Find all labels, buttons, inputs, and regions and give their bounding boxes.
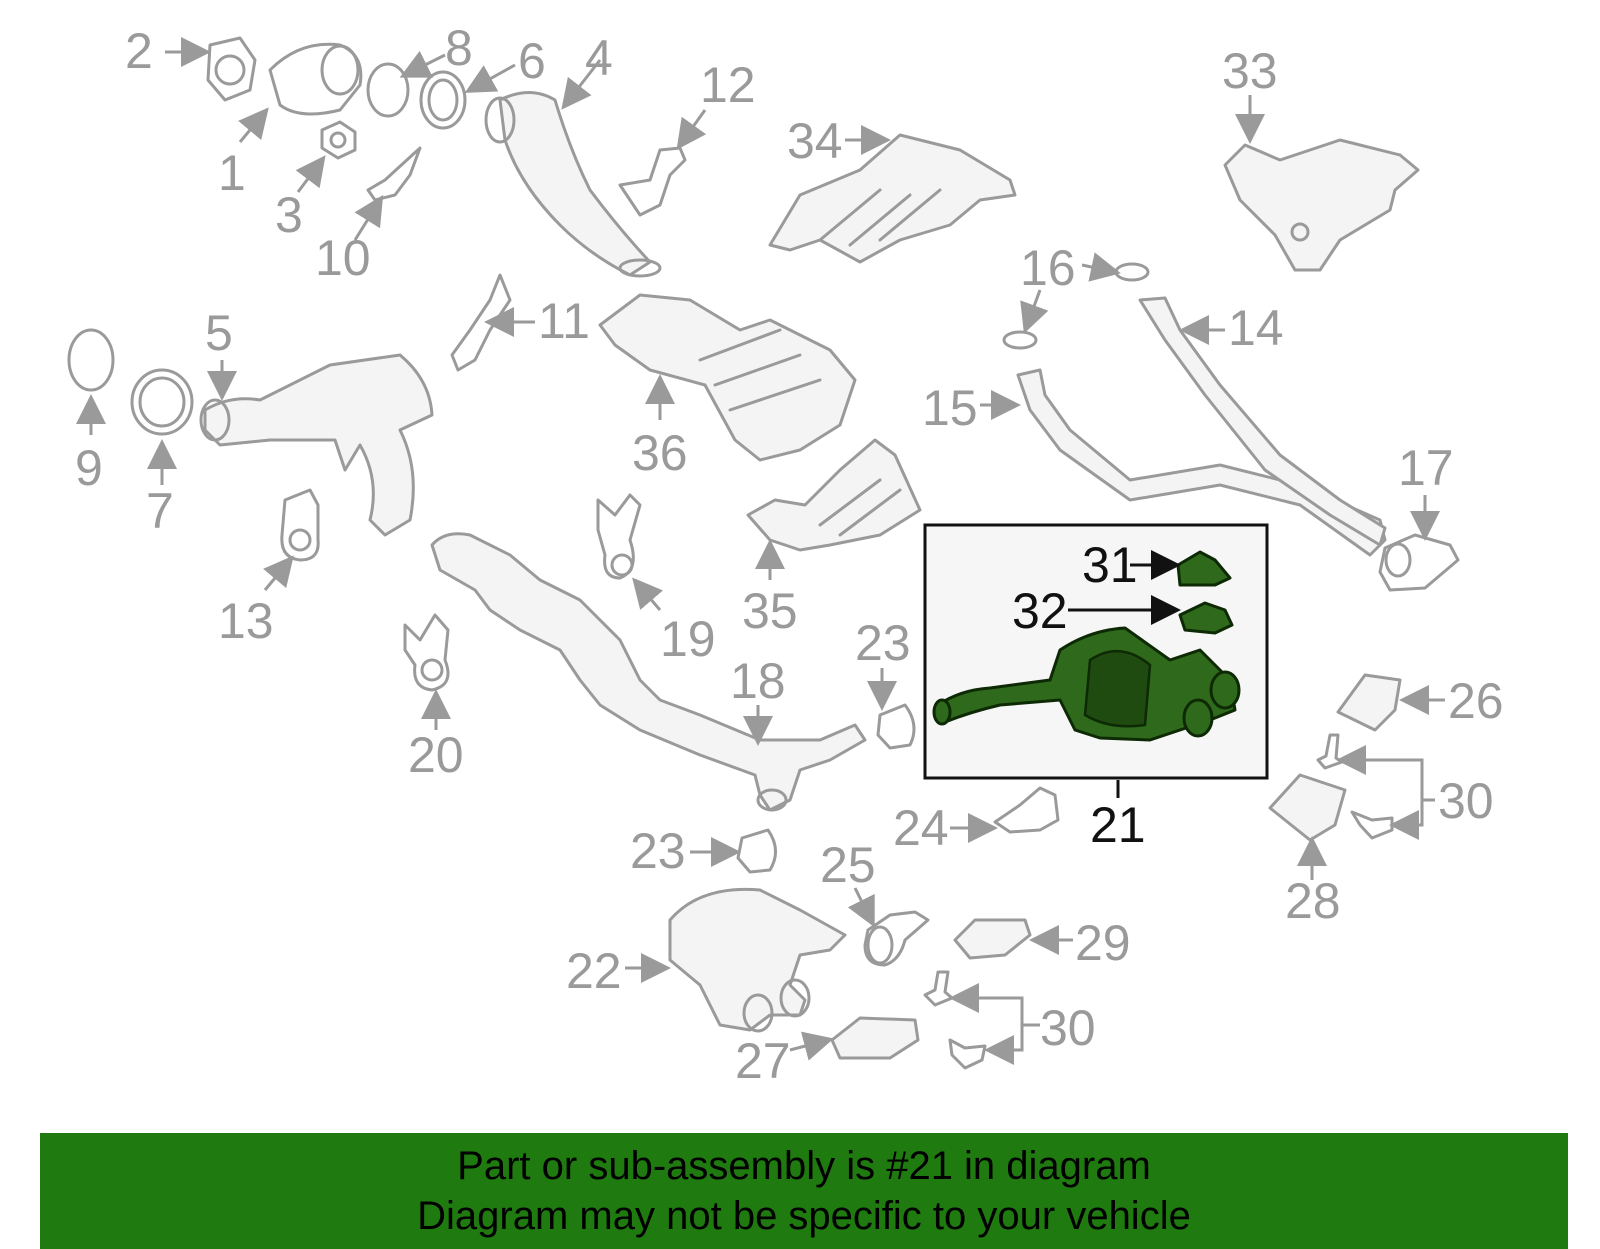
banner-line-2: Diagram may not be specific to your vehi… [417,1194,1191,1238]
callout-27: 27 [735,1033,791,1089]
callout-16: 16 [1020,240,1076,296]
callout-14: 14 [1228,300,1284,356]
part-30-bolt-center-bottom [948,1038,987,1070]
callout-20: 20 [408,727,464,783]
callout-22: 22 [566,943,622,999]
part-24-mount [993,786,1060,834]
part-1-turbo-outlet [268,42,363,116]
callout-17: 17 [1398,440,1454,496]
part-7-clamp [130,368,194,436]
callout-11: 11 [538,293,590,349]
callout-4: 4 [585,30,613,86]
callout-30b: 30 [1040,1000,1096,1056]
callout-26: 26 [1448,673,1504,729]
part-33-heat-shield [1223,138,1420,272]
callout-19: 19 [660,611,716,667]
banner-line-1: Part or sub-assembly is #21 in diagram [457,1144,1151,1188]
callout-21: 21 [1090,797,1146,853]
callout-3: 3 [275,187,303,243]
callout-23b: 23 [630,823,686,879]
callout-8: 8 [445,20,473,76]
part-23-clamp-top [876,703,916,750]
callout-28: 28 [1285,873,1341,929]
part-35-heat-shield [746,438,922,552]
part-2-gasket [206,36,257,102]
part-31-bracket-highlighted [1176,550,1232,587]
callout-18: 18 [730,653,786,709]
part-6-clamp [419,70,467,130]
part-29-tip-trim [953,918,1032,960]
callout-7: 7 [146,483,174,539]
part-22-rear-muffler [668,887,847,1033]
info-banner: Part or sub-assembly is #21 in diagram D… [40,1133,1568,1249]
callout-15: 15 [922,380,978,436]
part-26-tip-trim [1336,673,1402,732]
part-18-mid-pipe [430,532,867,812]
callout-31: 31 [1082,537,1138,593]
callout-9: 9 [75,440,103,496]
part-27-tip-trim [830,1016,920,1060]
callout-13: 13 [218,593,274,649]
part-8-gasket-ring [366,62,410,118]
part-5-catalytic-converter [199,353,434,537]
part-10-bracket [366,146,422,202]
part-13-hanger [280,488,320,562]
callout-1: 1 [218,145,246,201]
part-12-sensor [618,146,687,217]
callout-5: 5 [205,305,233,361]
callout-30a: 30 [1438,773,1494,829]
part-19-hanger [596,493,642,580]
part-20-hanger [403,613,450,692]
callout-36: 36 [632,425,688,481]
part-9-gasket [67,328,115,392]
part-25-mount [863,910,930,967]
callout-35: 35 [742,583,798,639]
callout-33: 33 [1222,43,1278,99]
part-30-bolt-center-top [923,970,954,1007]
part-32-bracket-highlighted [1178,601,1234,635]
callout-29: 29 [1075,915,1131,971]
callout-25: 25 [820,837,876,893]
callout-2: 2 [125,23,153,79]
callout-23a: 23 [855,615,911,671]
part-34-heat-shield [768,133,1017,264]
callout-10: 10 [315,230,371,286]
part-30-bolt-right-top [1316,733,1344,770]
part-28-tip-trim [1268,773,1347,842]
callout-12: 12 [700,57,756,113]
part-3-nut [320,120,357,160]
part-4-downpipe [484,91,662,278]
callout-34: 34 [787,113,843,169]
part-30-bolt-right-bottom [1350,810,1394,840]
part-21-rear-muffler-highlighted [932,626,1241,742]
callout-24: 24 [893,800,949,856]
part-17-clamp [1378,533,1460,592]
callout-32: 32 [1012,583,1068,639]
part-23-clamp-bottom [736,828,777,874]
callout-6: 6 [518,33,546,89]
